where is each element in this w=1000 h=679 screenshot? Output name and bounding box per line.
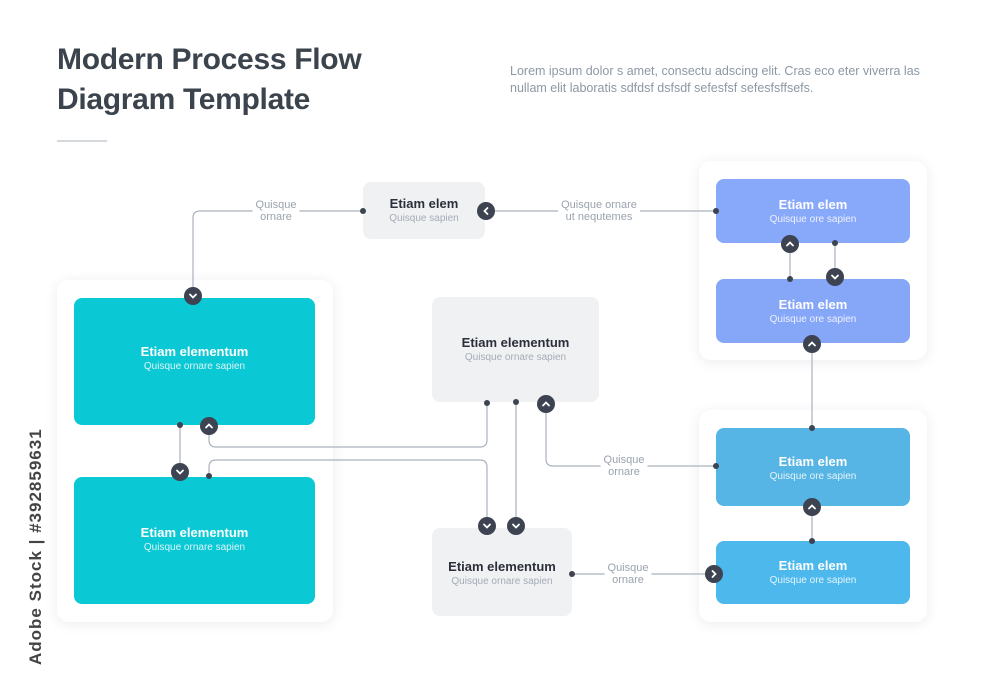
chevron-down-icon[interactable] (507, 517, 525, 535)
connector-dot (809, 425, 815, 431)
connector-dot (809, 538, 815, 544)
connector-dot (360, 208, 366, 214)
chevron-down-icon[interactable] (184, 287, 202, 305)
chevron-up-icon[interactable] (803, 498, 821, 516)
connector-label: Quisque ornare (600, 454, 648, 478)
connector-dot (513, 399, 519, 405)
connector-dot (787, 276, 793, 282)
chevron-down-icon[interactable] (826, 268, 844, 286)
connector-label: Quisque ornare (604, 562, 652, 586)
connector-dot (713, 463, 719, 469)
description: Lorem ipsum dolor s amet, consectu adsci… (510, 64, 920, 95)
chevron-right-icon[interactable] (705, 565, 723, 583)
connector-dot (569, 571, 575, 577)
connector (545, 404, 716, 467)
connector (208, 459, 488, 526)
connector-dot (713, 208, 719, 214)
connector-dot (206, 473, 212, 479)
chevron-up-icon[interactable] (803, 335, 821, 353)
chevron-up-icon[interactable] (537, 395, 555, 413)
connector-dot (484, 400, 490, 406)
chevron-down-icon[interactable] (171, 463, 189, 481)
connector-dot (177, 422, 183, 428)
connector-dot (832, 240, 838, 246)
connector-label: Quisque ornare (252, 199, 300, 223)
chevron-up-icon[interactable] (200, 417, 218, 435)
watermark: Adobe Stock | #392859631 (26, 428, 45, 665)
connector (192, 210, 363, 296)
chevron-up-icon[interactable] (781, 235, 799, 253)
chevron-left-icon[interactable] (477, 202, 495, 220)
connector-label: Quisque ornare ut nequtemes (558, 199, 640, 223)
divider (57, 140, 107, 142)
connector (208, 403, 488, 448)
chevron-down-icon[interactable] (478, 517, 496, 535)
